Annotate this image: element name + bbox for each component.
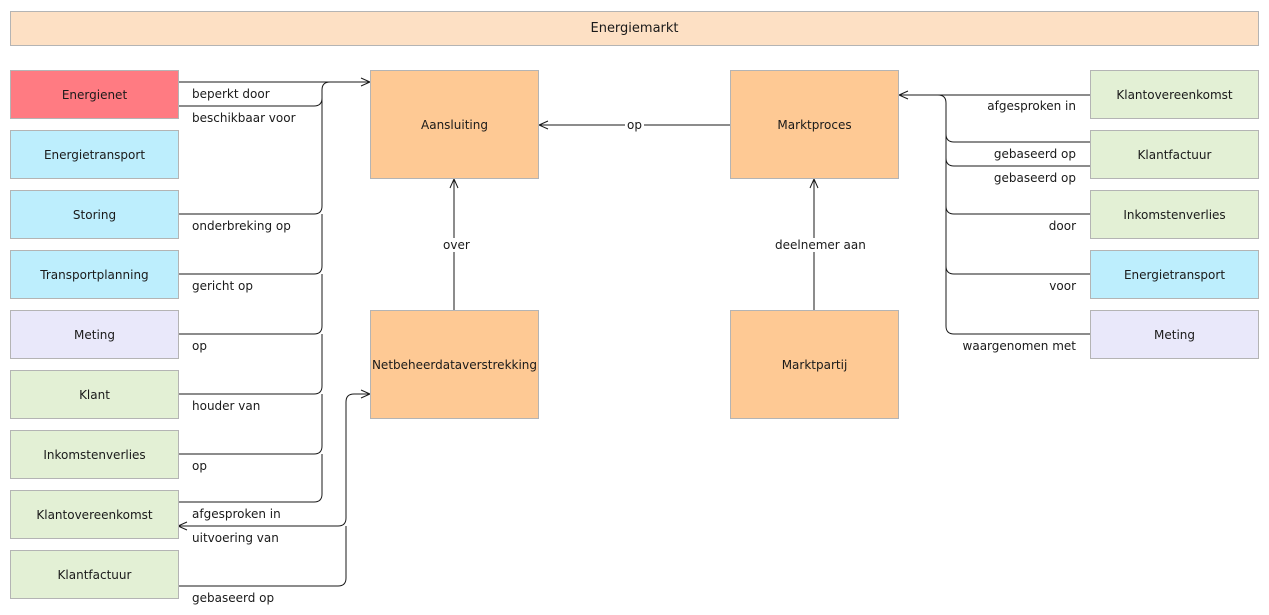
relation-label-op-center: op	[625, 118, 644, 132]
diagram-title: Energiemarkt	[590, 21, 679, 36]
left-node-inkomstenverlies[interactable]: Inkomstenverlies	[10, 430, 179, 479]
right-node-klantfactuur[interactable]: Klantfactuur	[1090, 130, 1259, 179]
left-node-klantfactuur[interactable]: Klantfactuur	[10, 550, 179, 599]
relation-label-waargenomen-met: waargenomen met	[962, 339, 1076, 353]
core-node-marktproces[interactable]: Marktproces	[730, 70, 899, 179]
title-bar: Energiemarkt	[10, 11, 1259, 46]
left-node-energietransport[interactable]: Energietransport	[10, 130, 179, 179]
right-node-inkomstenverlies[interactable]: Inkomstenverlies	[1090, 190, 1259, 239]
relation-label-op-inkomsten: op	[192, 459, 207, 473]
relation-label-afgesproken-in-right: afgesproken in	[987, 99, 1076, 113]
line-transportplanning	[178, 214, 323, 275]
relation-label-deelnemer-aan: deelnemer aan	[773, 238, 868, 252]
line-klant	[178, 334, 323, 395]
relation-label-voor: voor	[1049, 279, 1076, 293]
relation-label-onderbreking-op: onderbreking op	[192, 219, 291, 233]
right-node-energietransport[interactable]: Energietransport	[1090, 250, 1259, 299]
right-node-klantovereenkomst[interactable]: Klantovereenkomst	[1090, 70, 1259, 119]
core-node-netbeheerdataverstrekking[interactable]: Netbeheerdataverstrekking	[370, 310, 539, 419]
relation-label-afgesproken-in-left: afgesproken in	[192, 507, 281, 521]
relation-label-beperkt-door: beperkt door	[192, 87, 270, 101]
right-node-meting[interactable]: Meting	[1090, 310, 1259, 359]
arrow-marktproces	[897, 90, 909, 100]
relation-label-gebaseerd-op-right2: gebaseerd op	[993, 171, 1076, 185]
relation-label-over: over	[441, 238, 472, 252]
relation-label-gericht-op: gericht op	[192, 279, 253, 293]
relation-label-door: door	[1048, 219, 1076, 233]
core-node-aansluiting[interactable]: Aansluiting	[370, 70, 539, 179]
relation-label-gebaseerd-op-right1: gebaseerd op	[993, 147, 1076, 161]
arrow-aansluiting-op	[537, 120, 549, 130]
relation-label-gebaseerd-op-left: gebaseerd op	[192, 591, 275, 605]
line-voor	[945, 206, 1090, 275]
line-waargenomen	[945, 266, 1090, 335]
line-inkomstenverlies	[178, 394, 323, 455]
left-node-energienet[interactable]: Energienet	[10, 70, 179, 119]
core-node-marktpartij[interactable]: Marktpartij	[730, 310, 899, 419]
relation-label-uitvoering-van: uitvoering van	[192, 531, 279, 545]
left-node-storing[interactable]: Storing	[10, 190, 179, 239]
line-meting	[178, 274, 323, 335]
arrow-over	[449, 177, 459, 189]
left-node-klant[interactable]: Klant	[10, 370, 179, 419]
relation-label-houder-van: houder van	[192, 399, 261, 413]
left-node-meting[interactable]: Meting	[10, 310, 179, 359]
line-klantovereenkomst	[178, 454, 323, 503]
line-uitvoering-van	[178, 393, 370, 527]
left-node-klantovereenkomst[interactable]: Klantovereenkomst	[10, 490, 179, 539]
left-node-transportplanning[interactable]: Transportplanning	[10, 250, 179, 299]
arrow-deelnemer	[809, 177, 819, 189]
line-storing	[178, 90, 323, 215]
relation-label-beschikbaar-voor: beschikbaar voor	[192, 111, 296, 125]
line-gebaseerd-op-left	[178, 526, 347, 587]
relation-label-op-meting: op	[192, 339, 207, 353]
